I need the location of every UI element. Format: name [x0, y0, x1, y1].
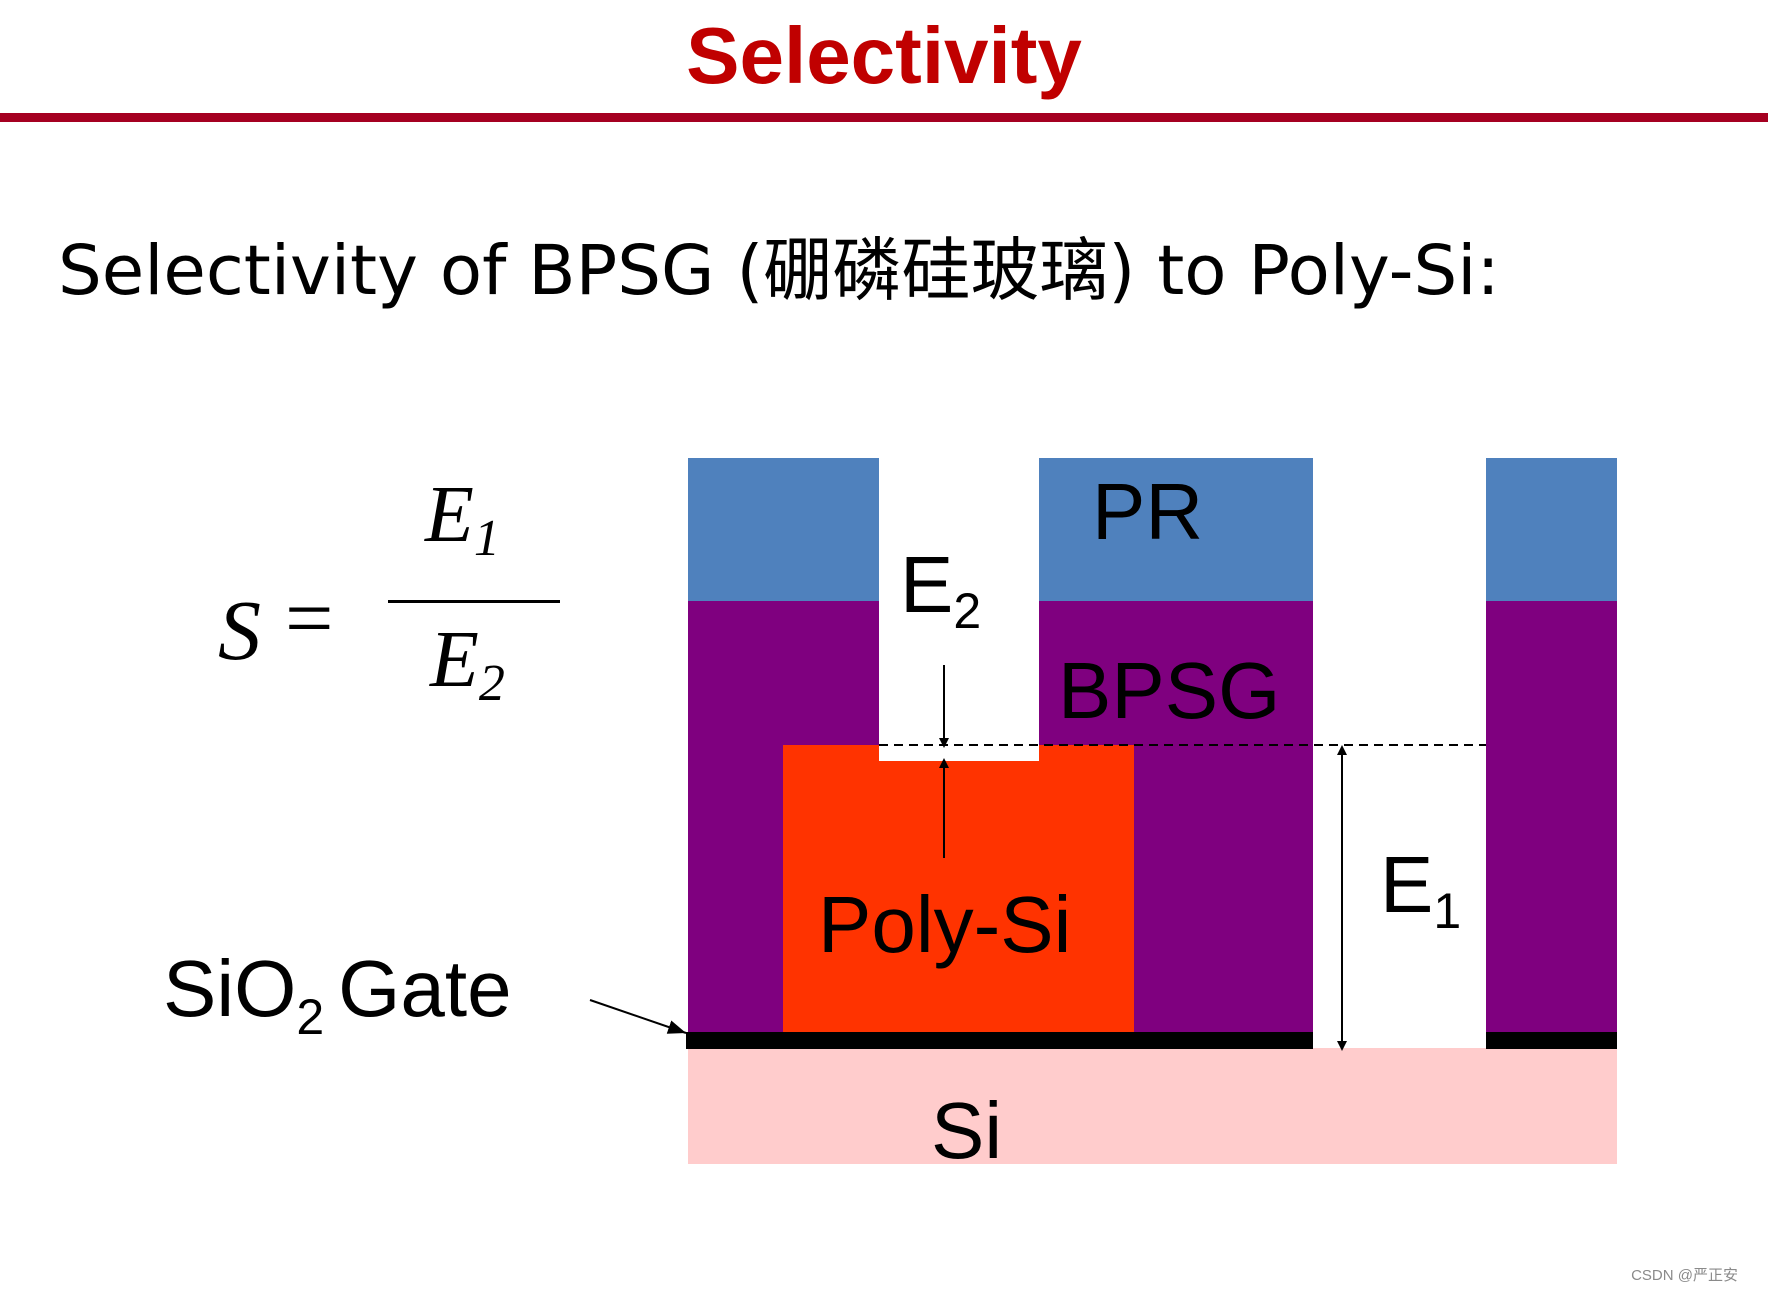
denominator-symbol: E	[430, 616, 479, 704]
bpsg-label: BPSG	[1058, 646, 1280, 735]
gate-oxide-formula: SiO	[163, 944, 296, 1033]
e2-symbol: E	[900, 540, 953, 629]
equation-denominator: E2	[430, 615, 505, 713]
page-title: Selectivity	[686, 11, 1082, 100]
e2-label: E2	[900, 540, 981, 639]
selectivity-equation: S = E1 E2	[200, 471, 600, 780]
poly-si-label: Poly-Si	[818, 880, 1071, 969]
equation-numerator: E1	[425, 470, 500, 568]
e1-label: E1	[1380, 840, 1461, 939]
e1-subscript: 1	[1433, 883, 1461, 939]
bpsg-right	[1486, 600, 1617, 1032]
denominator-subscript: 2	[478, 655, 505, 712]
numerator-symbol: E	[425, 471, 474, 559]
subtitle: Selectivity of BPSG (硼磷硅玻璃) to Poly-Si:	[58, 231, 1500, 311]
numerator-subscript: 1	[473, 510, 500, 567]
equation-equals-sign: =	[285, 570, 334, 666]
e2-subscript: 2	[953, 583, 981, 639]
gate-oxide-left	[686, 1032, 1313, 1049]
title-divider	[0, 113, 1768, 122]
pr-block-right	[1486, 458, 1617, 601]
gate-oxide-pointer-arrow	[589, 999, 687, 1034]
pr-block-middle	[1039, 458, 1313, 601]
watermark: CSDN @严正安	[1631, 1267, 1738, 1284]
si-substrate	[688, 1048, 1617, 1164]
gate-oxide-subscript: 2	[296, 989, 324, 1045]
pr-label: PR	[1092, 467, 1203, 556]
poly-si-gate	[783, 745, 1134, 1032]
gate-oxide-suffix: Gate	[338, 944, 511, 1033]
e1-symbol: E	[1380, 840, 1433, 929]
equation-lhs: S	[218, 582, 261, 678]
fraction-bar	[388, 600, 560, 603]
si-label: Si	[931, 1086, 1002, 1175]
pr-block-left	[688, 458, 879, 601]
contact-opening	[879, 458, 1039, 761]
gate-oxide-right	[1486, 1032, 1617, 1049]
